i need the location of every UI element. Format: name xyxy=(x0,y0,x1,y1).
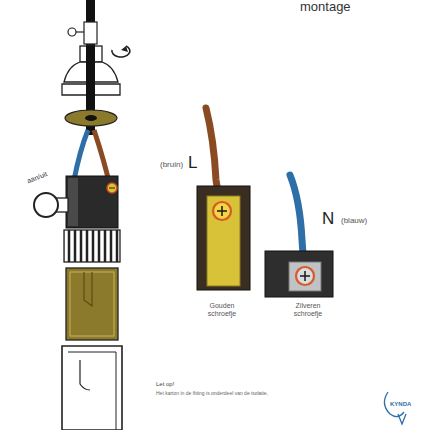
note-heading: Let op! xyxy=(156,381,174,388)
switch-label: aan/uit xyxy=(26,170,49,185)
brand-logo: KYNDA xyxy=(389,401,412,408)
wire-colour: (bruin) xyxy=(160,160,183,169)
terminal-name: Gouden schroefje xyxy=(202,302,242,318)
terminal-letter: N xyxy=(322,209,334,229)
diagram-title: montage xyxy=(300,0,351,14)
terminal-letter: L xyxy=(188,153,197,173)
note-text: Het karton in de fitting is onderdeel va… xyxy=(156,391,268,397)
terminal-name: Zilveren schroefje xyxy=(288,302,328,318)
wire-colour: (blauw) xyxy=(341,216,367,225)
